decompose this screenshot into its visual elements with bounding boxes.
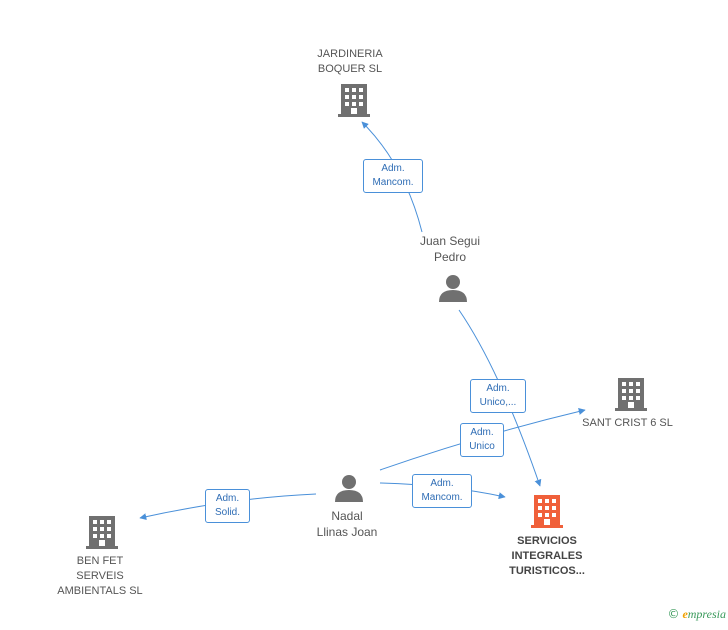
- node-label-nadal[interactable]: Nadal Llinas Joan: [297, 508, 397, 540]
- node-label-line: SERVEIS: [76, 570, 124, 582]
- node-label-servicios[interactable]: SERVICIOS INTEGRALES TURISTICOS...: [497, 534, 597, 579]
- node-label-line: SANT CRIST 6 SL: [582, 417, 673, 429]
- edge-label-nadal-ben-fet[interactable]: Adm. Solid.: [205, 489, 250, 523]
- edge-label-nadal-servicios[interactable]: Adm. Mancom.: [412, 474, 472, 508]
- building-icon-servicios[interactable]: [531, 495, 563, 528]
- node-label-jardineria[interactable]: JARDINERIA BOQUER SL: [300, 47, 400, 77]
- node-label-line: Nadal: [331, 509, 363, 523]
- node-label-line: Pedro: [433, 250, 467, 264]
- brand-footer[interactable]: ©empresia: [667, 607, 726, 622]
- node-label-line: AMBIENTALS SL: [57, 585, 143, 597]
- node-label-line: SERVICIOS: [517, 535, 577, 547]
- edge-label-line: Adm.: [381, 163, 405, 174]
- edge-label-line: Adm.: [486, 383, 510, 394]
- node-label-line: BOQUER SL: [317, 63, 383, 75]
- edge-label-line: Solid.: [214, 507, 240, 518]
- node-label-ben-fet[interactable]: BEN FET SERVEIS AMBIENTALS SL: [50, 554, 150, 599]
- person-icon-nadal[interactable]: [335, 475, 363, 502]
- copyright-icon: ©: [667, 607, 680, 621]
- brand-name: mpresia: [687, 607, 726, 621]
- building-icon-sant-crist[interactable]: [615, 378, 647, 411]
- node-label-line: Llinas Joan: [316, 525, 378, 539]
- node-label-line: TURISTICOS...: [509, 565, 585, 577]
- edge-label-line: Adm.: [430, 478, 454, 489]
- edge-label-line: Mancom.: [372, 177, 414, 188]
- edge-label-nadal-sant-crist[interactable]: Adm. Unico: [460, 423, 504, 457]
- edge-label-juan-servicios[interactable]: Adm. Unico,...: [470, 379, 526, 413]
- edge-label-line: Unico,...: [479, 397, 517, 408]
- person-icon-juan[interactable]: [439, 275, 467, 302]
- node-label-juan[interactable]: Juan Segui Pedro: [400, 233, 500, 265]
- node-label-line: INTEGRALES: [511, 550, 583, 562]
- building-icon-ben-fet[interactable]: [86, 516, 118, 549]
- edge-label-juan-jardineria[interactable]: Adm. Mancom.: [363, 159, 423, 193]
- node-label-line: JARDINERIA: [317, 48, 383, 60]
- edge-label-line: Adm.: [215, 493, 240, 504]
- node-label-sant-crist[interactable]: SANT CRIST 6 SL: [575, 416, 680, 431]
- node-label-line: BEN FET: [76, 555, 124, 567]
- node-label-line: Juan Segui: [419, 234, 481, 248]
- building-icon-jardineria[interactable]: [338, 84, 370, 117]
- edge-label-line: Adm.: [470, 427, 494, 438]
- brand-initial: e: [682, 607, 688, 621]
- edge-label-line: Mancom.: [421, 492, 463, 503]
- edge-label-line: Unico: [469, 441, 495, 452]
